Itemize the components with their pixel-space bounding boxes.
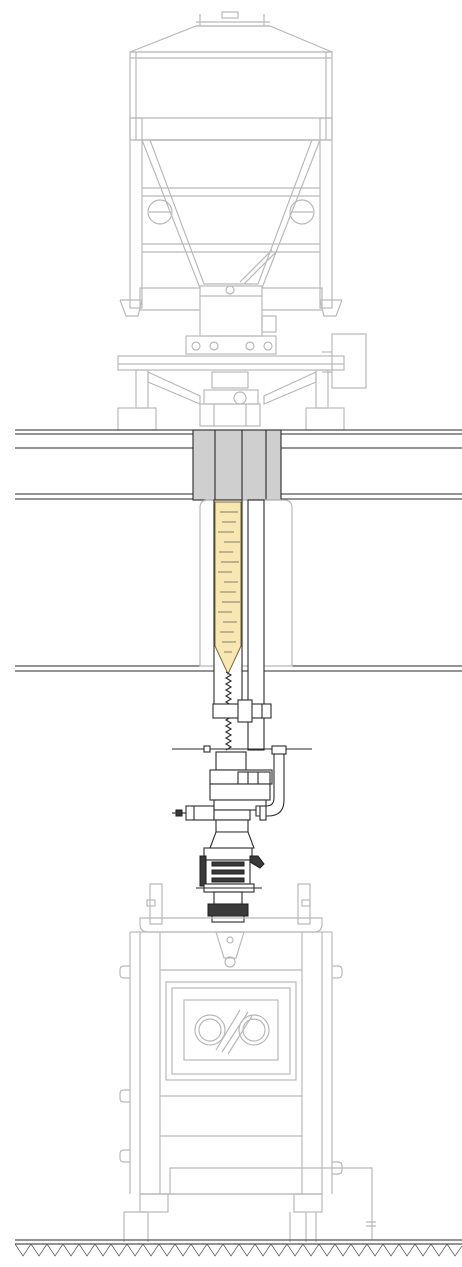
base-frame [117,355,345,371]
lid-vent [221,11,239,19]
valve-handle [249,855,265,869]
side-port-left [147,199,173,225]
frame-leg-left [129,117,143,309]
ground-hatch [14,1243,462,1257]
frame-leg-right [319,117,333,309]
docking-flange [207,891,249,923]
feed-tube [213,499,265,751]
container-roof [129,25,333,53]
docking-sleeve [190,429,284,501]
discharge-head [172,745,287,849]
side-inlet [185,805,215,821]
chute-housing [199,499,293,667]
butterfly-valve [196,847,265,893]
side-port-right [289,199,315,225]
vent-tube [247,499,265,751]
bin-body [139,931,323,1195]
ibc-bin-bottom [119,883,376,1242]
material-column [214,501,242,676]
sight-glass-left [194,1014,226,1046]
vent-elbow [255,751,285,817]
sight-window-frame [165,981,297,1081]
foot-left [117,407,157,431]
sight-glass-right [238,1014,270,1046]
foot-right [305,407,345,431]
drive-box [331,333,367,389]
container-body [129,51,333,141]
ground [14,1239,462,1257]
tube-clamp [212,699,272,723]
container-cone [141,139,321,289]
ibc-container-top [117,11,367,431]
